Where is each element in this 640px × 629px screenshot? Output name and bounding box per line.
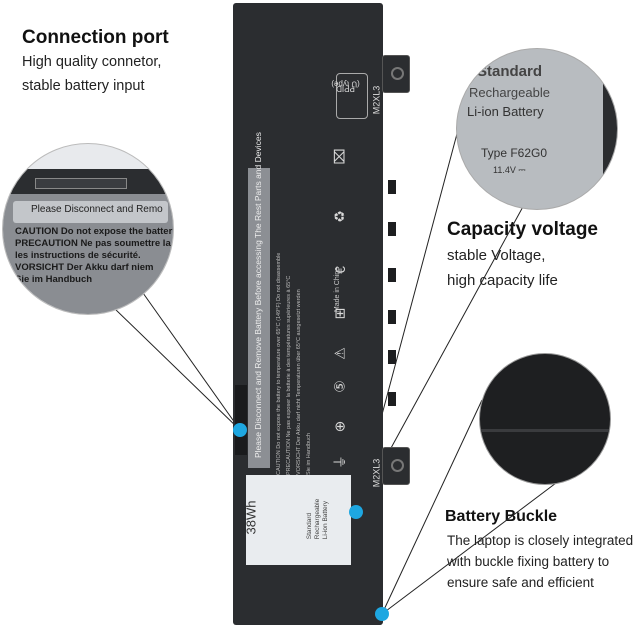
buckle-lip bbox=[480, 429, 610, 432]
feature-line: stable battery input bbox=[22, 78, 145, 94]
callout-line bbox=[381, 399, 483, 615]
zoom-connection-port: Please Disconnect and Remo CAUTION Do no… bbox=[2, 143, 174, 315]
ppid-line: (U type) bbox=[331, 79, 360, 89]
zoom-banner bbox=[13, 201, 168, 223]
feature-title-connection: Connection port bbox=[22, 27, 169, 48]
feature-line: The laptop is closely integrated bbox=[447, 533, 634, 548]
callout-line bbox=[381, 479, 561, 615]
connector-port bbox=[235, 385, 247, 455]
mounting-tab-top bbox=[382, 55, 410, 93]
buckle-nub bbox=[388, 392, 396, 406]
zoom-rechargeable: Rechargeable bbox=[469, 85, 550, 100]
zoom-voltage: 11.4V ⎓ bbox=[493, 165, 526, 175]
connector-slot bbox=[35, 178, 127, 189]
feature-desc-buckle: The laptop is closely integrated with bu… bbox=[447, 530, 633, 593]
buckle-nub bbox=[388, 268, 396, 282]
ground-symbol-icon: ⏚ bbox=[332, 455, 348, 469]
zoom-type: Type F62G0 bbox=[481, 146, 548, 160]
buckle-nub bbox=[388, 180, 396, 194]
model-code-bottom: M2XL3 bbox=[371, 458, 382, 488]
zoom-battery-buckle bbox=[479, 353, 611, 485]
feature-line: high capacity life bbox=[447, 272, 558, 289]
warning-line: VORSICHT Der Akku darf nicht Temperature… bbox=[296, 289, 302, 475]
buckle-nub bbox=[388, 310, 396, 324]
capacity-label: 38Wh Standard Rechargeable Li-ion Batter… bbox=[243, 475, 351, 565]
zoom-line: VORSICHT Der Akku darf niem bbox=[15, 262, 154, 273]
standard-line: Rechargeable bbox=[314, 498, 322, 540]
zoom-line: Sie im Handbuch bbox=[15, 274, 93, 285]
screw-hole-icon bbox=[391, 67, 404, 80]
callout-dot-capacity bbox=[349, 505, 363, 519]
ppid-box: PPID (U type) bbox=[331, 73, 368, 119]
recycle-5-icon: ⑤ bbox=[331, 380, 348, 393]
callout-dot-connection bbox=[233, 423, 247, 437]
liion-recycle-icon: ♻ bbox=[331, 210, 348, 223]
feature-line: ensure safe and efficient bbox=[447, 575, 594, 590]
disconnect-label: Please Disconnect and Remove Battery Bef… bbox=[248, 132, 270, 468]
callout-line bbox=[142, 292, 241, 431]
zoom-battery-edge bbox=[3, 169, 173, 194]
buckle-nub bbox=[388, 222, 396, 236]
warning-line: CAUTION Do not expose the battery to tem… bbox=[276, 252, 282, 475]
warning-line: Sie im Handbuch bbox=[306, 433, 312, 475]
recycle-bin-icon: ⌧ bbox=[331, 148, 348, 165]
feature-desc-connection: High quality connetor, stable battery in… bbox=[22, 50, 161, 98]
zoom-line: PRECAUTION Ne pas soumettre la bbox=[15, 238, 171, 249]
feature-line: with buckle fixing battery to bbox=[447, 554, 610, 569]
grid-mark-icon: ⊞ bbox=[331, 307, 348, 320]
screw-hole-icon bbox=[391, 459, 404, 472]
standard-line: Standard bbox=[306, 512, 314, 540]
callout-dot-buckle bbox=[375, 607, 389, 621]
zoom-line: CAUTION Do not expose the batter bbox=[15, 226, 173, 237]
feature-line: High quality connetor, bbox=[22, 54, 162, 70]
warning-text-block: CAUTION Do not expose the battery to tem… bbox=[272, 150, 332, 480]
zoom-capacity-label: Standard Rechargeable Li-ion Battery Typ… bbox=[456, 48, 618, 210]
feature-title-capacity: Capacity voltage bbox=[447, 219, 598, 240]
standard-text: Standard Rechargeable Li-ion Battery bbox=[306, 499, 330, 539]
model-code-top: M2XL3 bbox=[371, 85, 382, 115]
mounting-tab-bottom bbox=[382, 447, 410, 485]
zoom-line: les instructions de sécurité. bbox=[15, 250, 141, 261]
feature-title-buckle: Battery Buckle bbox=[445, 508, 558, 525]
buckle-nub bbox=[388, 350, 396, 364]
capacity-text: 38Wh bbox=[243, 500, 259, 535]
zoom-banner-text: Please Disconnect and Remo bbox=[31, 204, 163, 215]
zoom-liion: Li-ion Battery bbox=[467, 104, 544, 119]
warning-line: PRECAUTION Ne pas exposer la batterie à … bbox=[286, 275, 292, 475]
ground-mark-icon: ⊕ bbox=[331, 420, 348, 433]
disconnect-label-text: Please Disconnect and Remove Battery Bef… bbox=[253, 132, 263, 458]
zoom-standard: Standard bbox=[477, 63, 543, 80]
standard-line: Li-ion Battery bbox=[322, 500, 330, 540]
zoom-warning-lines: CAUTION Do not expose the batter PRECAUT… bbox=[15, 226, 172, 286]
zoom-battery-edge bbox=[603, 49, 617, 209]
warning-triangle-icon: ⚠ bbox=[331, 347, 348, 360]
